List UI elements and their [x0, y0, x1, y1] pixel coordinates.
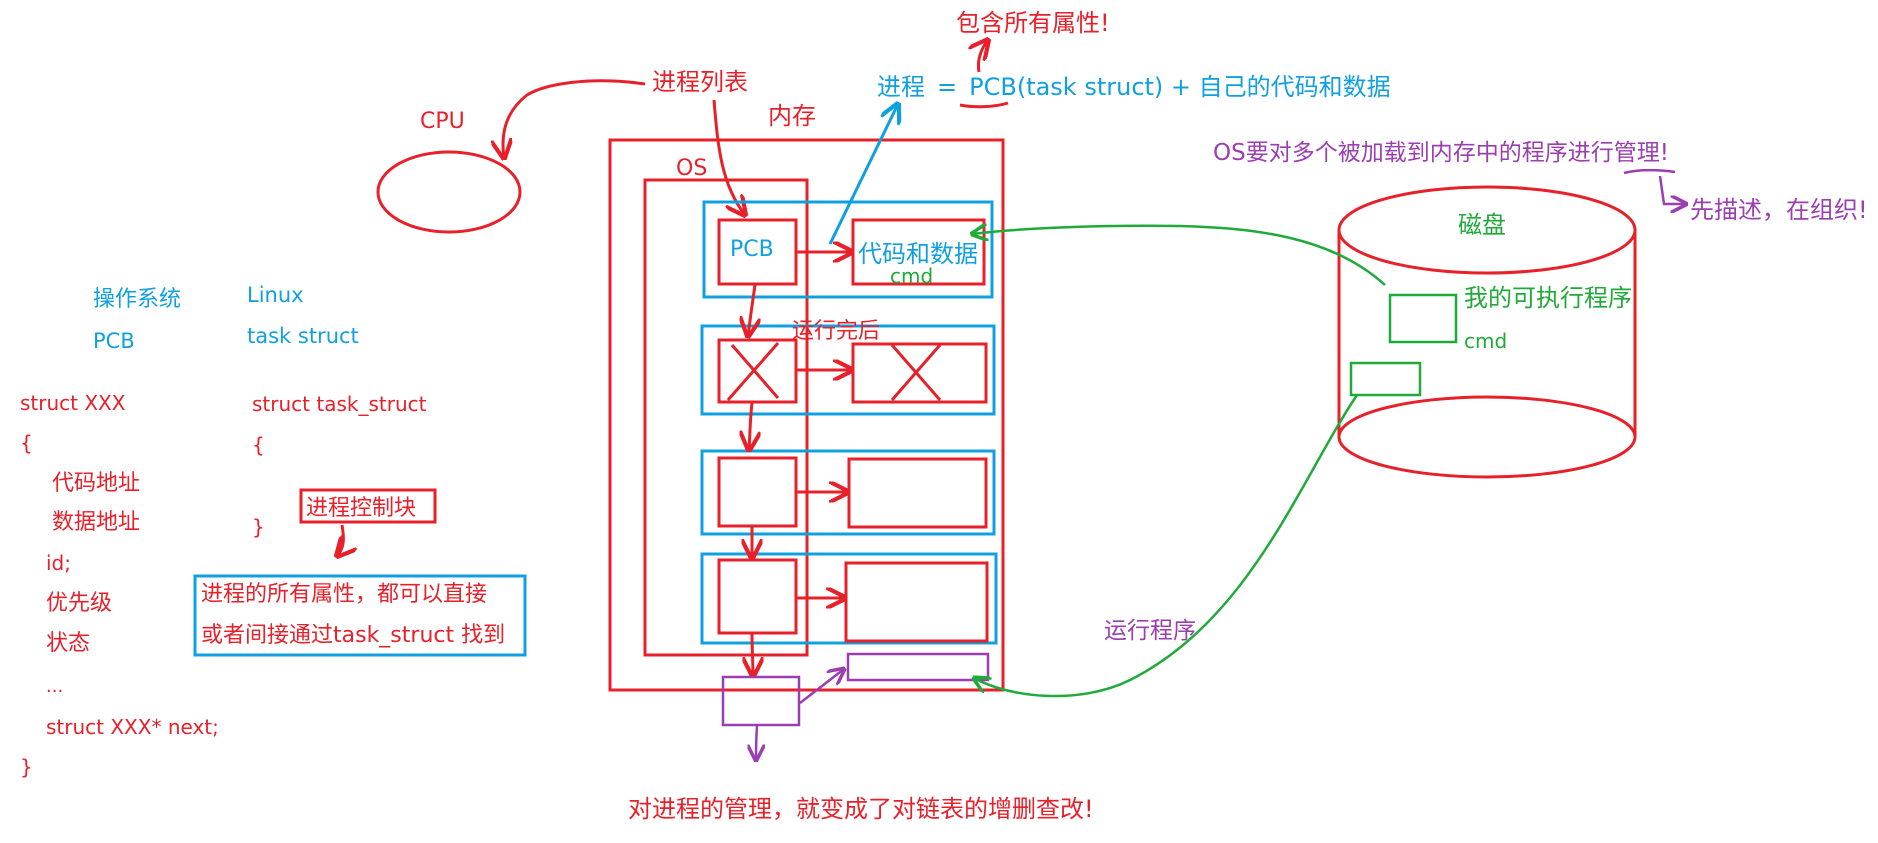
new-code-data-box: [846, 652, 990, 682]
conclusion-text: 对进程的管理，就变成了对链表的增删查改!: [628, 795, 1094, 823]
struct-xxx-close: }: [20, 755, 33, 779]
struct-task-decl: struct task_struct: [252, 392, 427, 416]
struct-xxx-decl: struct XXX: [20, 391, 126, 415]
process-entry-4: [700, 552, 998, 645]
cmd-label-disk: cmd: [1464, 329, 1507, 353]
code-data-cross-2: [890, 344, 942, 401]
attribute-note-line-1: 进程的所有属性，都可以直接: [201, 582, 487, 607]
list-next-arrow-1: [748, 284, 755, 336]
struct-field: 代码地址: [52, 471, 140, 496]
list-next-arrow-2: [749, 402, 752, 450]
pcb-to-formula-arrow: [828, 104, 898, 245]
cpu-label: CPU: [420, 109, 465, 134]
pcb-box-1: [717, 218, 798, 286]
describe-organize-label: 先描述，在组织!: [1690, 196, 1868, 224]
code-data-box-4: [844, 561, 989, 643]
contains-all-attrs-arrow: [978, 40, 988, 73]
struct-task-open: {: [252, 433, 265, 457]
os-manage-text: OS要对多个被加载到内存中的程序进行管理!: [1213, 140, 1669, 166]
pcb-term-box: [299, 488, 437, 524]
mapping-pcb-label: PCB: [93, 329, 135, 353]
new-pcb-box: [721, 675, 801, 727]
disk-top: [1337, 185, 1637, 275]
run-program-label: 运行程序: [1104, 618, 1196, 644]
load-executable-arrow: [972, 226, 1386, 286]
pcb-box-4: [717, 558, 798, 635]
process-list-label: 进程列表: [652, 68, 748, 96]
new-pcb-next-arrow: [756, 725, 757, 760]
mapping-pcb-value: task struct: [247, 324, 359, 348]
process-entry-1: [702, 200, 994, 299]
list-next-arrow-4: [752, 633, 753, 676]
memory-box: [608, 138, 1005, 692]
executable-box: [1388, 293, 1458, 344]
my-executable-label: 我的可执行程序: [1464, 284, 1632, 312]
mapping-os-value: Linux: [247, 283, 304, 307]
process-formula: 进程 = PCB(task struct) + 自己的代码和数据: [877, 73, 1391, 101]
struct-field: id;: [46, 551, 71, 575]
os-label: OS: [676, 156, 707, 181]
manage-to-describe-arrow: [1658, 175, 1686, 204]
disk-bottom: [1337, 395, 1637, 479]
code-data-box-2: [851, 342, 988, 404]
attribute-note-box: [193, 574, 527, 657]
formula-eq: =: [937, 73, 957, 101]
struct-field: struct XXX* next;: [46, 715, 219, 739]
struct-field: 状态: [46, 631, 90, 656]
struct-field: 优先级: [46, 591, 112, 616]
mapping-os-label: 操作系统: [93, 287, 181, 312]
process-list-to-cpu-arrow: [503, 79, 646, 158]
code-data-box-3: [847, 457, 988, 529]
process-entry-2: [700, 324, 996, 416]
pcb-term-label: 进程控制块: [306, 496, 416, 521]
struct-task-close: }: [252, 515, 265, 539]
manage-underline: [1623, 169, 1676, 175]
contains-all-attrs-label: 包含所有属性!: [956, 9, 1110, 37]
process-entry-3: [700, 449, 996, 536]
pcb-underline: [959, 101, 1009, 109]
run-finished-label: 运行完后: [792, 319, 880, 344]
pcb-label: PCB: [730, 237, 774, 262]
disk-label: 磁盘: [1458, 211, 1506, 239]
cpu-ellipse: [376, 150, 522, 234]
formula-pcb: PCB: [969, 73, 1017, 101]
struct-field: ...: [46, 676, 63, 697]
pcb-box-3: [717, 456, 798, 528]
struct-field: 数据地址: [52, 510, 140, 535]
struct-xxx-open: {: [20, 431, 33, 455]
code-and-data-label: 代码和数据: [858, 240, 978, 268]
memory-label: 内存: [768, 102, 816, 130]
formula-lhs: 进程: [877, 73, 925, 101]
formula-rest: (task struct) + 自己的代码和数据: [1017, 73, 1391, 101]
pcb-box-2: [717, 338, 798, 404]
disk-body-sides: [1337, 229, 1637, 437]
pcb-term-arrow: [337, 524, 343, 556]
cmd-label-memory: cmd: [890, 264, 933, 288]
os-box: [643, 178, 809, 657]
attribute-note-line-2: 或者间接通过task_struct 找到: [201, 623, 505, 648]
pcb-cross-2: [726, 342, 780, 401]
run-program-arrow: [974, 394, 1359, 698]
process-list-to-pcb-arrow: [712, 99, 745, 215]
second-executable-box: [1349, 361, 1422, 397]
new-pcb-to-code-arrow: [799, 669, 844, 704]
